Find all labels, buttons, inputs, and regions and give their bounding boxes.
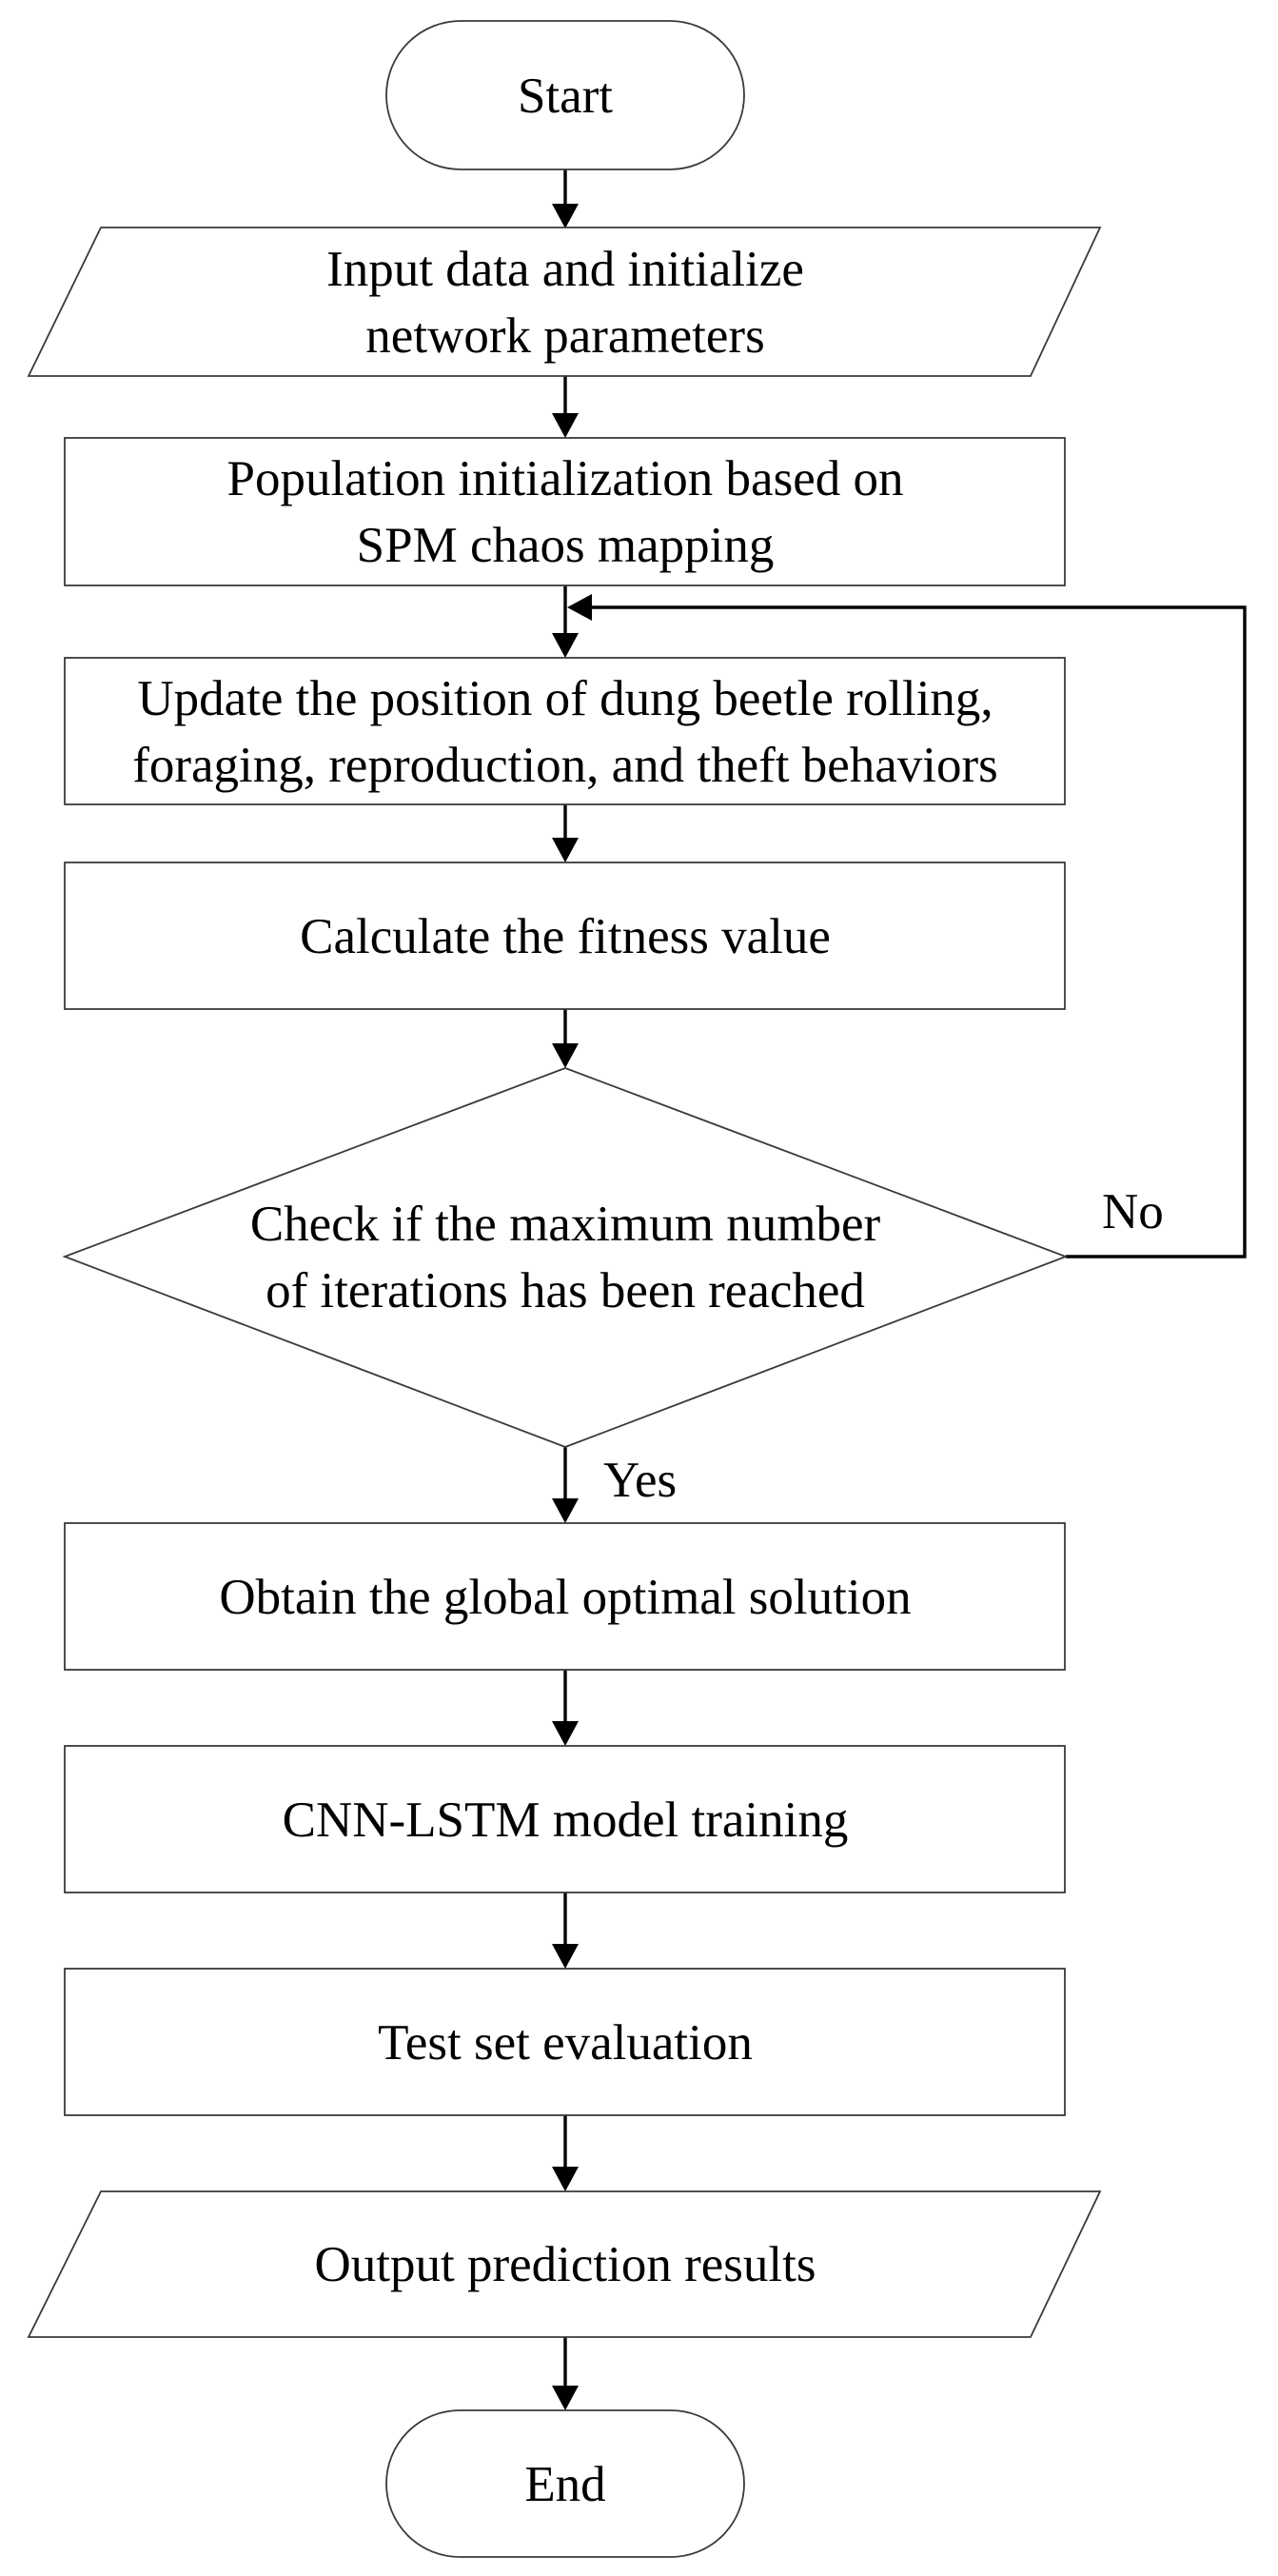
global-optimal-box: Obtain the global optimal solution [64,1522,1066,1671]
start-label: Start [518,69,613,124]
no-label: No [1102,1184,1164,1239]
label-line: Test set evaluation [378,2015,753,2071]
arrowhead [552,1498,579,1523]
fitness-label: Calculate the fitness value [300,909,831,964]
arrowhead [552,413,579,438]
arrowhead [552,1721,579,1746]
label-line: Check if the maximum number [250,1197,881,1252]
label-line: network parameters [365,308,764,364]
population-init-label: Population initialization based on SPM ch… [227,451,904,573]
arrowhead [552,2386,579,2410]
test-eval-label: Test set evaluation [378,2015,753,2071]
label-line: Update the position of dung beetle rolli… [137,671,993,726]
label-line: Start [518,69,613,124]
start-terminal: Start [385,20,745,170]
test-eval-box: Test set evaluation [64,1968,1066,2116]
arrowhead [552,204,579,228]
label-line: End [524,2457,605,2512]
arrowhead [552,1043,579,1068]
check-decision: Check if the maximum number of iterations… [62,1067,1069,1448]
population-init-box: Population initialization based on SPM ch… [64,437,1066,586]
label-line: Output prediction results [315,2237,816,2292]
end-terminal: End [385,2409,745,2558]
fitness-box: Calculate the fitness value [64,862,1066,1010]
label-line: Obtain the global optimal solution [219,1570,911,1625]
check-label: Check if the maximum number of iterations… [250,1197,881,1318]
connectors [552,169,1247,2410]
label-line: Calculate the fitness value [300,909,831,964]
arrowhead [552,1944,579,1969]
input-label: Input data and initialize network paramet… [326,242,804,364]
label-line: Population initialization based on [227,451,904,506]
label-line: of iterations has been reached [265,1263,865,1318]
arrowhead [552,838,579,862]
model-training-label: CNN-LSTM model training [283,1793,849,1848]
output-label: Output prediction results [315,2237,816,2292]
update-position-box: Update the position of dung beetle rolli… [64,657,1066,805]
output-parallelogram: Output prediction results [27,2190,1102,2338]
label-line: Input data and initialize [326,242,804,297]
global-optimal-label: Obtain the global optimal solution [219,1570,911,1625]
update-position-label: Update the position of dung beetle rolli… [132,671,998,793]
end-label: End [524,2457,605,2512]
label-line: SPM chaos mapping [357,518,775,573]
arrowhead [567,594,592,621]
label-line: foraging, reproduction, and theft behavi… [132,738,998,793]
yes-label: Yes [603,1453,677,1508]
edge-check-loop-back [592,605,1247,1258]
input-parallelogram: Input data and initialize network paramet… [27,227,1102,377]
arrowhead [552,633,579,658]
label-line: CNN-LSTM model training [283,1793,849,1848]
arrowhead [552,2167,579,2191]
model-training-box: CNN-LSTM model training [64,1745,1066,1893]
